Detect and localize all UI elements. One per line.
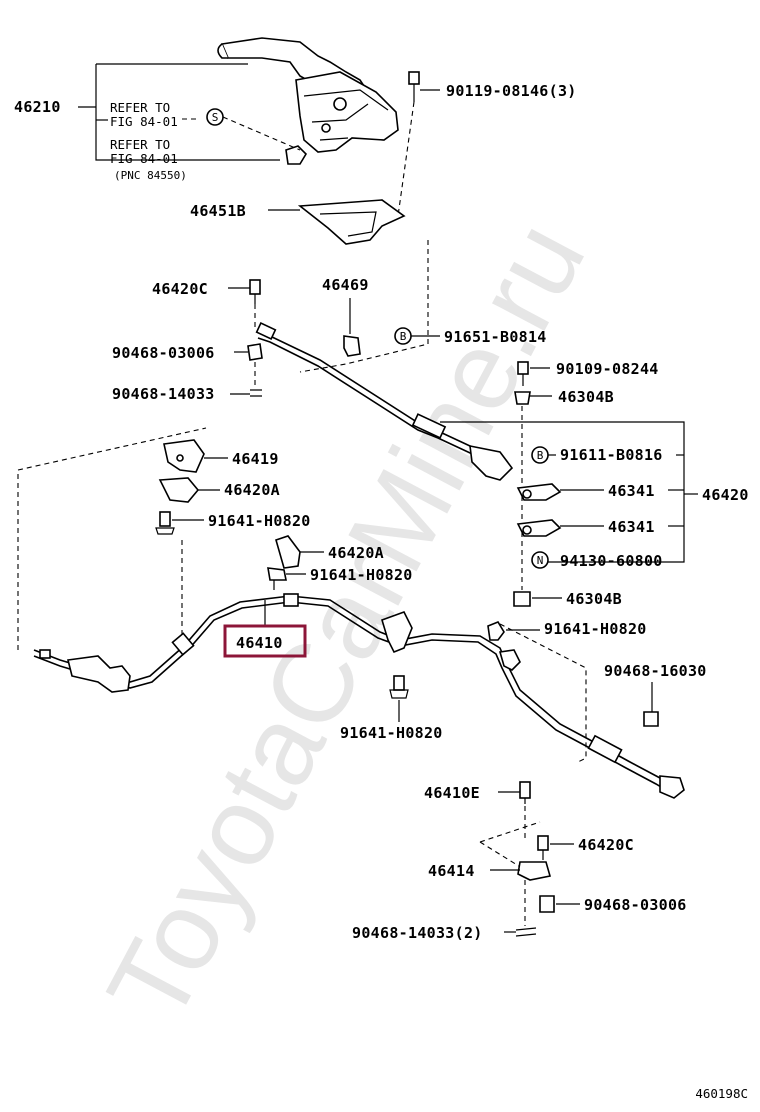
- front-cable-46420[interactable]: [255, 322, 514, 481]
- label-46341-b: 46341: [608, 518, 655, 536]
- bolt-46420c-top[interactable]: [249, 279, 261, 304]
- bolt-46410e[interactable]: [519, 781, 531, 804]
- group-bracket-46210: [95, 63, 280, 161]
- grommet-46304b-bottom[interactable]: [513, 591, 531, 607]
- clip-90468-03006-bottom[interactable]: [539, 895, 555, 913]
- label-90468-14033-bottom: 90468-14033(2): [352, 924, 483, 942]
- highlight-box-46410: [223, 624, 307, 658]
- bracket-46419[interactable]: [163, 439, 205, 473]
- label-refer-b-line1: REFER TO: [110, 137, 170, 152]
- label-46451b: 46451B: [190, 202, 246, 220]
- callout-s-text: S: [212, 111, 219, 124]
- equalizer-46341-b[interactable]: [516, 519, 562, 537]
- rear-cable-46410[interactable]: [33, 593, 685, 799]
- label-91641-h0820-b: 91641-H0820: [310, 566, 413, 584]
- label-refer-a-line2: FIG 84-01: [110, 114, 178, 129]
- label-pnc: (PNC 84550): [114, 169, 187, 182]
- label-91641-h0820-d: 91641-H0820: [544, 620, 647, 638]
- label-46341-a: 46341: [608, 482, 655, 500]
- bolt-46420c-bottom[interactable]: [537, 835, 549, 860]
- label-46210: 46210: [14, 98, 61, 116]
- callout-n-text: N: [537, 554, 544, 567]
- label-46410: 46410: [236, 634, 283, 652]
- bracket-46420a-left[interactable]: [158, 477, 200, 503]
- label-91641-h0820-a: 91641-H0820: [208, 512, 311, 530]
- label-91651-b0814: 91651-B0814: [444, 328, 547, 346]
- bolt-90119[interactable]: [408, 71, 420, 102]
- bracket-46420a-mid[interactable]: [275, 535, 301, 569]
- grommet-46304b-top[interactable]: [514, 391, 531, 405]
- callout-b1-text: B: [400, 330, 407, 343]
- label-46414: 46414: [428, 862, 475, 880]
- label-46420a-left: 46420A: [224, 481, 280, 499]
- label-46304b-top: 46304B: [558, 388, 614, 406]
- callout-b2-text: B: [537, 449, 544, 462]
- label-refer-a-line1: REFER TO: [110, 100, 170, 115]
- label-90468-16030: 90468-16030: [604, 662, 707, 680]
- label-90468-14033-top: 90468-14033: [112, 385, 215, 403]
- bolt-90109[interactable]: [517, 361, 529, 386]
- bolt-91641-c[interactable]: [389, 675, 409, 699]
- label-90468-03006-top: 90468-03006: [112, 344, 215, 362]
- label-46469: 46469: [322, 276, 369, 294]
- label-46420: 46420: [702, 486, 749, 504]
- label-46304b-bottom: 46304B: [566, 590, 622, 608]
- label-46420c-top: 46420C: [152, 280, 208, 298]
- figure-code: 460198C: [695, 1086, 748, 1101]
- bolt-91641-b[interactable]: [267, 567, 287, 590]
- label-90468-03006-bottom: 90468-03006: [584, 896, 687, 914]
- clip-90468-16030[interactable]: [643, 711, 659, 727]
- label-46420a-mid: 46420A: [328, 544, 384, 562]
- clip-90468-03006-top[interactable]: [247, 343, 263, 361]
- label-46419: 46419: [232, 450, 279, 468]
- cable-cover-46451b[interactable]: [297, 199, 406, 245]
- label-94130-60800: 94130-60800: [560, 552, 663, 570]
- label-91611-b0816: 91611-B0816: [560, 446, 663, 464]
- bolt-91641-a[interactable]: [155, 511, 175, 535]
- clip-46469[interactable]: [343, 335, 361, 357]
- bracket-46414[interactable]: [517, 861, 552, 881]
- callout-n: [531, 551, 549, 569]
- brake-lever-assembly[interactable]: [217, 37, 399, 165]
- label-91641-h0820-c: 91641-H0820: [340, 724, 443, 742]
- label-90109-08244: 90109-08244: [556, 360, 659, 378]
- label-46410e: 46410E: [424, 784, 480, 802]
- label-90119-08146: 90119-08146(3): [446, 82, 577, 100]
- label-46420c-bottom: 46420C: [578, 836, 634, 854]
- equalizer-46341-a[interactable]: [516, 483, 562, 501]
- label-refer-b-line2: FIG 84-01: [110, 151, 178, 166]
